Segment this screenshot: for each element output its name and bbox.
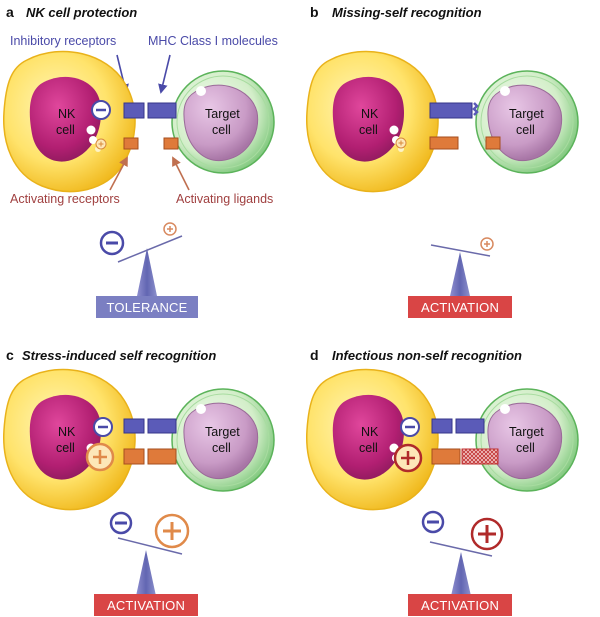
balance-scale-icon <box>109 511 190 596</box>
nk-cell-label-2: cell <box>359 441 378 455</box>
outcome-box <box>94 594 198 616</box>
inhibitory-receptor <box>429 102 473 119</box>
nk-cell-label: NK <box>361 425 379 439</box>
target-cell-label: Target <box>509 107 544 121</box>
balance-scale-icon <box>430 237 494 296</box>
target-cell-icon <box>475 70 579 174</box>
target-cell-label-2: cell <box>516 441 535 455</box>
panel-letter: a <box>6 4 14 20</box>
activating-ligands-label: Activating ligands <box>176 192 273 206</box>
panel-letter: b <box>310 4 319 20</box>
inhibitory-receptor <box>123 418 145 434</box>
activating-receptors-label: Activating receptors <box>10 192 120 206</box>
outcome-label: TOLERANCE <box>106 300 187 315</box>
nk-cell-label-2: cell <box>56 441 75 455</box>
arrow-icon <box>172 156 190 191</box>
target-cell-icon <box>475 388 579 492</box>
target-cell-label: Target <box>509 425 544 439</box>
activating-ligand <box>485 136 501 150</box>
arrow-icon <box>109 156 128 191</box>
nk-cell-label-2: cell <box>56 123 75 137</box>
target-cell-label: Target <box>205 425 240 439</box>
nk-cell-label: NK <box>58 425 76 439</box>
panel-c: c Stress-induced self recognition NK cel… <box>3 347 275 616</box>
target-cell-label: Target <box>205 107 240 121</box>
balance-scale-icon <box>99 222 183 296</box>
outcome-label: ACTIVATION <box>107 598 185 613</box>
panel-title: Infectious non-self recognition <box>332 348 522 363</box>
mhc-class-i-molecule <box>455 418 485 434</box>
activating-ligand <box>147 448 177 465</box>
panel-b: b Missing-self recognition NK cell Targe… <box>306 4 579 318</box>
outcome-box <box>408 594 512 616</box>
inhibitory-receptor <box>431 418 453 434</box>
nk-cell-icon <box>306 368 439 511</box>
panel-letter: c <box>6 347 14 363</box>
activating-receptor <box>429 136 459 150</box>
mhc-class-i-label: MHC Class I molecules <box>148 34 278 48</box>
target-cell-label-2: cell <box>212 441 231 455</box>
panel-d: d Infectious non-self recognition NK cel… <box>306 347 579 616</box>
target-cell-label-2: cell <box>516 123 535 137</box>
target-cell-label-2: cell <box>212 123 231 137</box>
arrow-icon <box>158 54 171 94</box>
activating-signal-icon <box>98 141 104 147</box>
activating-ligand <box>163 137 179 150</box>
activating-receptor <box>123 448 145 465</box>
inhibitory-receptor <box>123 102 145 119</box>
nk-cell-icon <box>306 50 439 193</box>
nk-cell-label: NK <box>58 107 76 121</box>
panel-title: NK cell protection <box>26 5 137 20</box>
non-self-ligand <box>461 448 499 465</box>
mhc-class-i-molecule <box>147 102 177 119</box>
activating-receptor <box>123 137 139 150</box>
nk-cell-label: NK <box>361 107 379 121</box>
nk-cell-icon <box>3 368 136 511</box>
outcome-box <box>408 296 512 318</box>
mhc-class-i-molecule <box>147 418 177 434</box>
inhibitory-receptors-label: Inhibitory receptors <box>10 34 116 48</box>
outcome-label: ACTIVATION <box>421 598 499 613</box>
panel-title: Missing-self recognition <box>332 5 482 20</box>
activating-signal-icon <box>398 140 404 146</box>
nk-cell-label-2: cell <box>359 123 378 137</box>
outcome-label: ACTIVATION <box>421 300 499 315</box>
activating-receptor <box>431 448 461 465</box>
balance-scale-icon <box>421 510 504 596</box>
outcome-box <box>96 296 198 318</box>
missing-mhc-icon <box>472 102 479 116</box>
target-cell-icon <box>171 388 275 492</box>
panel-letter: d <box>310 347 319 363</box>
panel-a: a NK cell protection Inhibitory receptor… <box>3 4 278 318</box>
target-cell-icon <box>171 70 275 174</box>
panel-title: Stress-induced self recognition <box>22 348 216 363</box>
nk-cell-icon <box>3 50 136 193</box>
